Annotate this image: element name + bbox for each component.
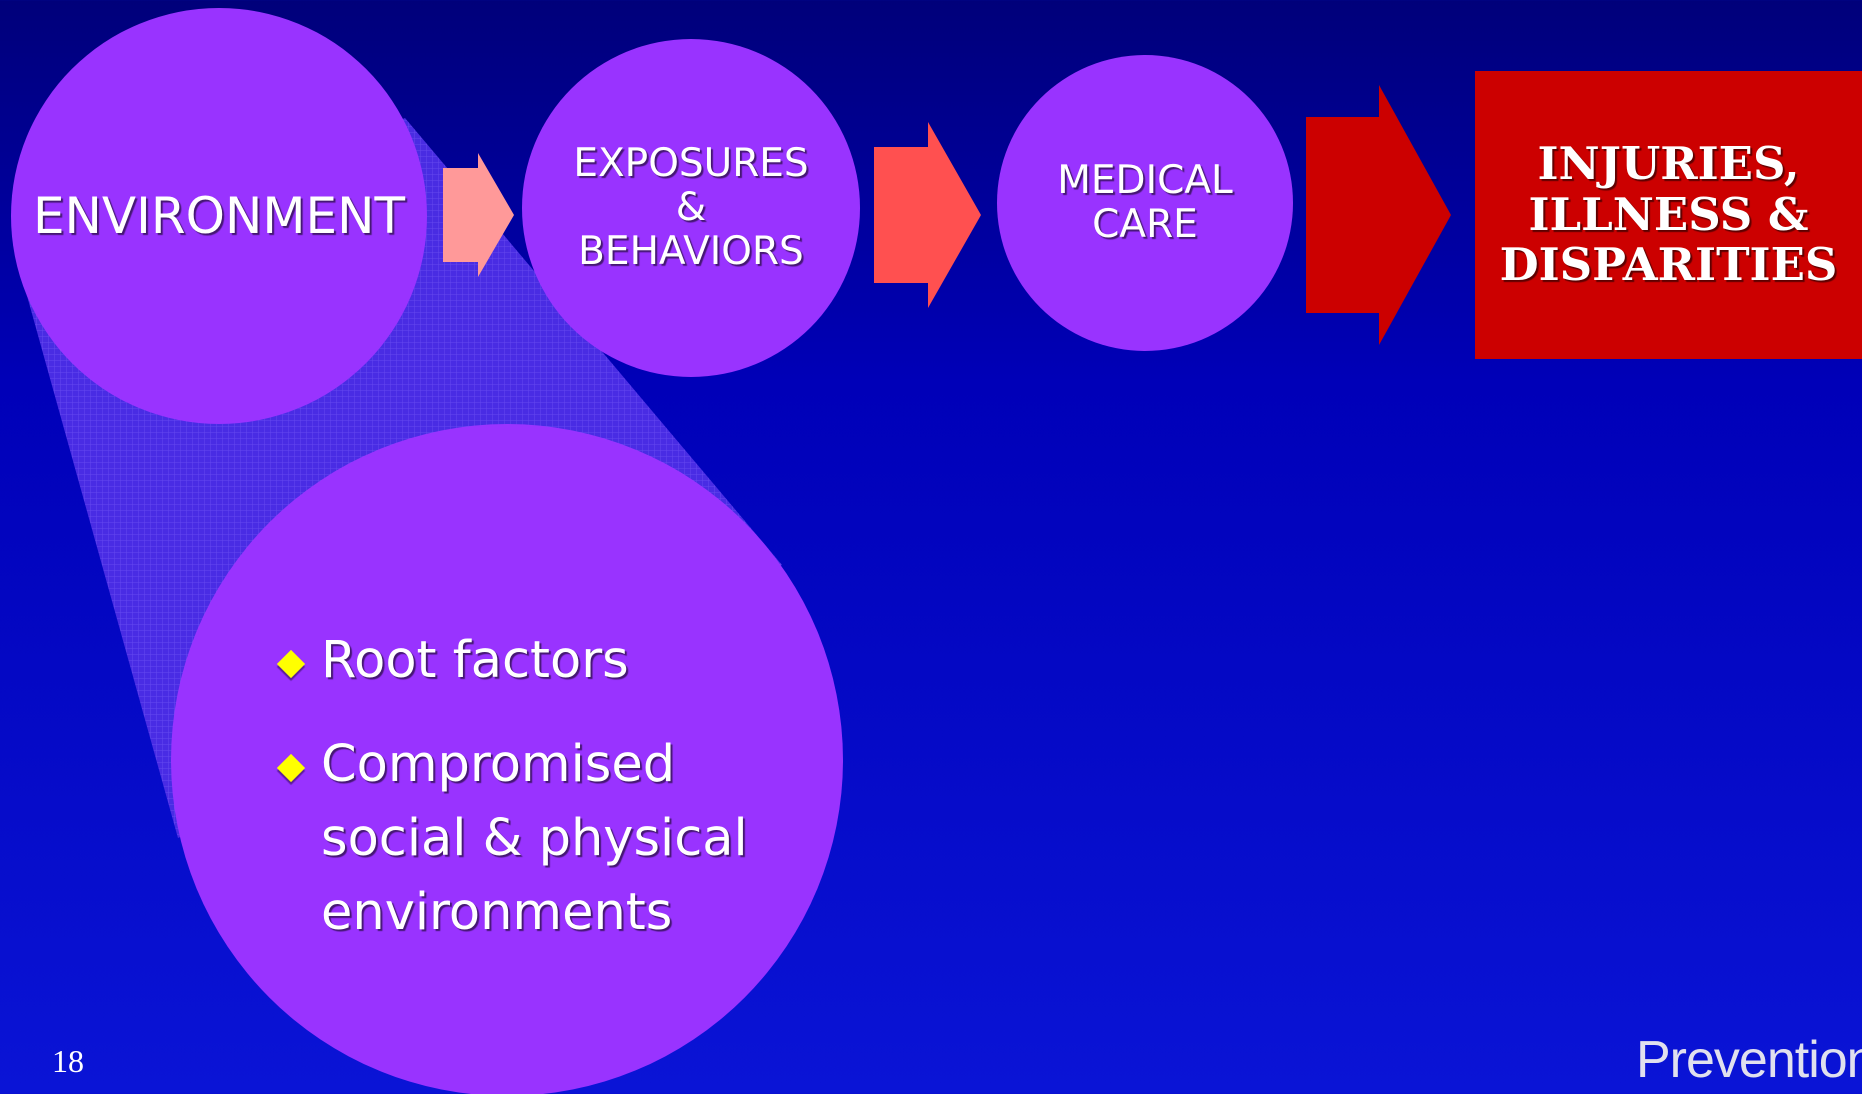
bullet-text: Compromised social & physical environmen… <box>321 735 748 942</box>
outcome-box: INJURIES, ILLNESS & DISPARITIES <box>1475 71 1862 359</box>
arrow-medical-care-to-outcome <box>1306 85 1451 345</box>
exposures-behaviors-label: EXPOSURES & BEHAVIORS <box>573 141 809 274</box>
medical-care-node: MEDICAL CARE <box>997 55 1293 351</box>
bullet-text: Root factors <box>321 631 629 690</box>
arrow-exposures-to-medical-care <box>874 122 981 308</box>
environment-label: ENVIRONMENT <box>32 187 406 245</box>
bullet-item: Root factors <box>273 624 793 698</box>
environment-node: ENVIRONMENT <box>11 8 427 424</box>
detail-bullet-list: Root factors Compromised social & physic… <box>273 624 793 980</box>
medical-care-label: MEDICAL CARE <box>1057 158 1233 247</box>
slide-number: 18 <box>52 1043 84 1079</box>
exposures-behaviors-node: EXPOSURES & BEHAVIORS <box>522 39 860 377</box>
diamond-bullet-icon <box>276 649 306 679</box>
outcome-label: INJURIES, ILLNESS & DISPARITIES <box>1499 137 1838 292</box>
environment-detail-circle: Root factors Compromised social & physic… <box>171 424 843 1094</box>
prevention-logo: Prevention <box>1636 1031 1862 1089</box>
bullet-item: Compromised social & physical environmen… <box>273 728 793 950</box>
arrow-environment-to-exposures <box>443 153 514 277</box>
diamond-bullet-icon <box>276 753 306 783</box>
